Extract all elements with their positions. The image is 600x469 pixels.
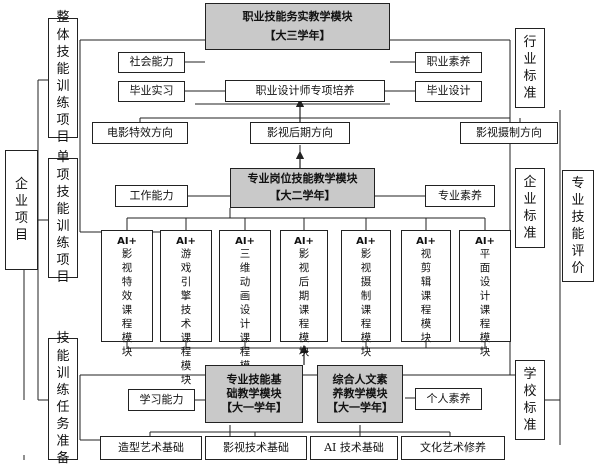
module-year: 【大一学年】 — [327, 401, 393, 415]
ai-course-graphic-design: AI+平面 设计课 程模块 — [459, 230, 511, 358]
professional-skill-evaluation-box: 专业 技能 评价 — [562, 170, 594, 282]
overall-skill-training-box: 整体 技能 训练 项目 — [48, 10, 78, 145]
professional-literacy-box: 专业素养 — [425, 185, 495, 207]
ai-course-video-editing: AI+视剪 辑课程 模块 — [401, 230, 451, 344]
single-skill-training-box: 单项 技能 训练 项目 — [48, 150, 78, 285]
graduation-internship-box: 毕业实习 — [118, 81, 185, 102]
module-year: 【大三学年】 — [264, 28, 331, 42]
enterprise-standard-box: 企业 标准 — [515, 168, 545, 248]
learning-ability-box: 学习能力 — [128, 389, 195, 411]
personal-literacy-box: 个人素养 — [415, 388, 482, 410]
film-effects-direction-box: 电影特效方向 — [92, 122, 188, 144]
module-year: 【大一学年】 — [221, 401, 287, 415]
foundation-ai-technology: AI 技术基础 — [310, 436, 398, 460]
ai-course-3d-animation: AI+三维 动画设 计课程 模块 — [219, 230, 271, 386]
module-year: 【大二学年】 — [269, 189, 336, 202]
professional-skill-foundation-module: 专业技能基 础教学模块 【大一学年】 — [205, 365, 303, 423]
professional-post-skill-module: 专业岗位技能教学模块 【大二学年】 — [230, 168, 375, 208]
foundation-cultural-art: 文化艺术修养 — [401, 436, 505, 460]
enterprise-project-box: 企业 项目 — [5, 150, 38, 270]
professional-quality-box: 职业素养 — [415, 52, 482, 73]
work-ability-box: 工作能力 — [115, 185, 188, 207]
ai-course-film-shooting: AI+影视 摄制课 程模块 — [341, 230, 391, 358]
ai-course-film-post: AI+影视 后期课 程模块 — [280, 230, 328, 358]
film-post-production-direction-box: 影视后期方向 — [250, 122, 350, 144]
vocational-practical-module: 职业技能务实教学模块 【大三学年】 — [205, 3, 390, 50]
module-title: 专业岗位技能教学模块 — [247, 172, 358, 186]
module-title: 职业技能务实教学模块 — [242, 9, 353, 23]
school-standard-box: 学校 标准 — [515, 360, 545, 440]
social-ability-box: 社会能力 — [118, 52, 185, 73]
foundation-modeling-art: 造型艺术基础 — [100, 436, 202, 460]
ai-course-game-engine: AI+游戏 引擎技 术课程 模块 — [160, 230, 212, 386]
film-shooting-direction-box: 影视摄制方向 — [460, 122, 558, 144]
humanities-literacy-module: 综合人文素 养教学模块 【大一学年】 — [317, 365, 403, 423]
industry-standard-box: 行业 标准 — [515, 28, 545, 108]
graduation-design-box: 毕业设计 — [415, 81, 482, 102]
designer-specialized-training-box: 职业设计师专项培养 — [225, 80, 385, 102]
foundation-film-technology: 影视技术基础 — [205, 436, 307, 460]
ai-course-film-effects: AI+影视 特效课 程模块 — [101, 230, 153, 358]
skill-training-task-box: 技能 训练 任务 准备 — [48, 331, 78, 466]
